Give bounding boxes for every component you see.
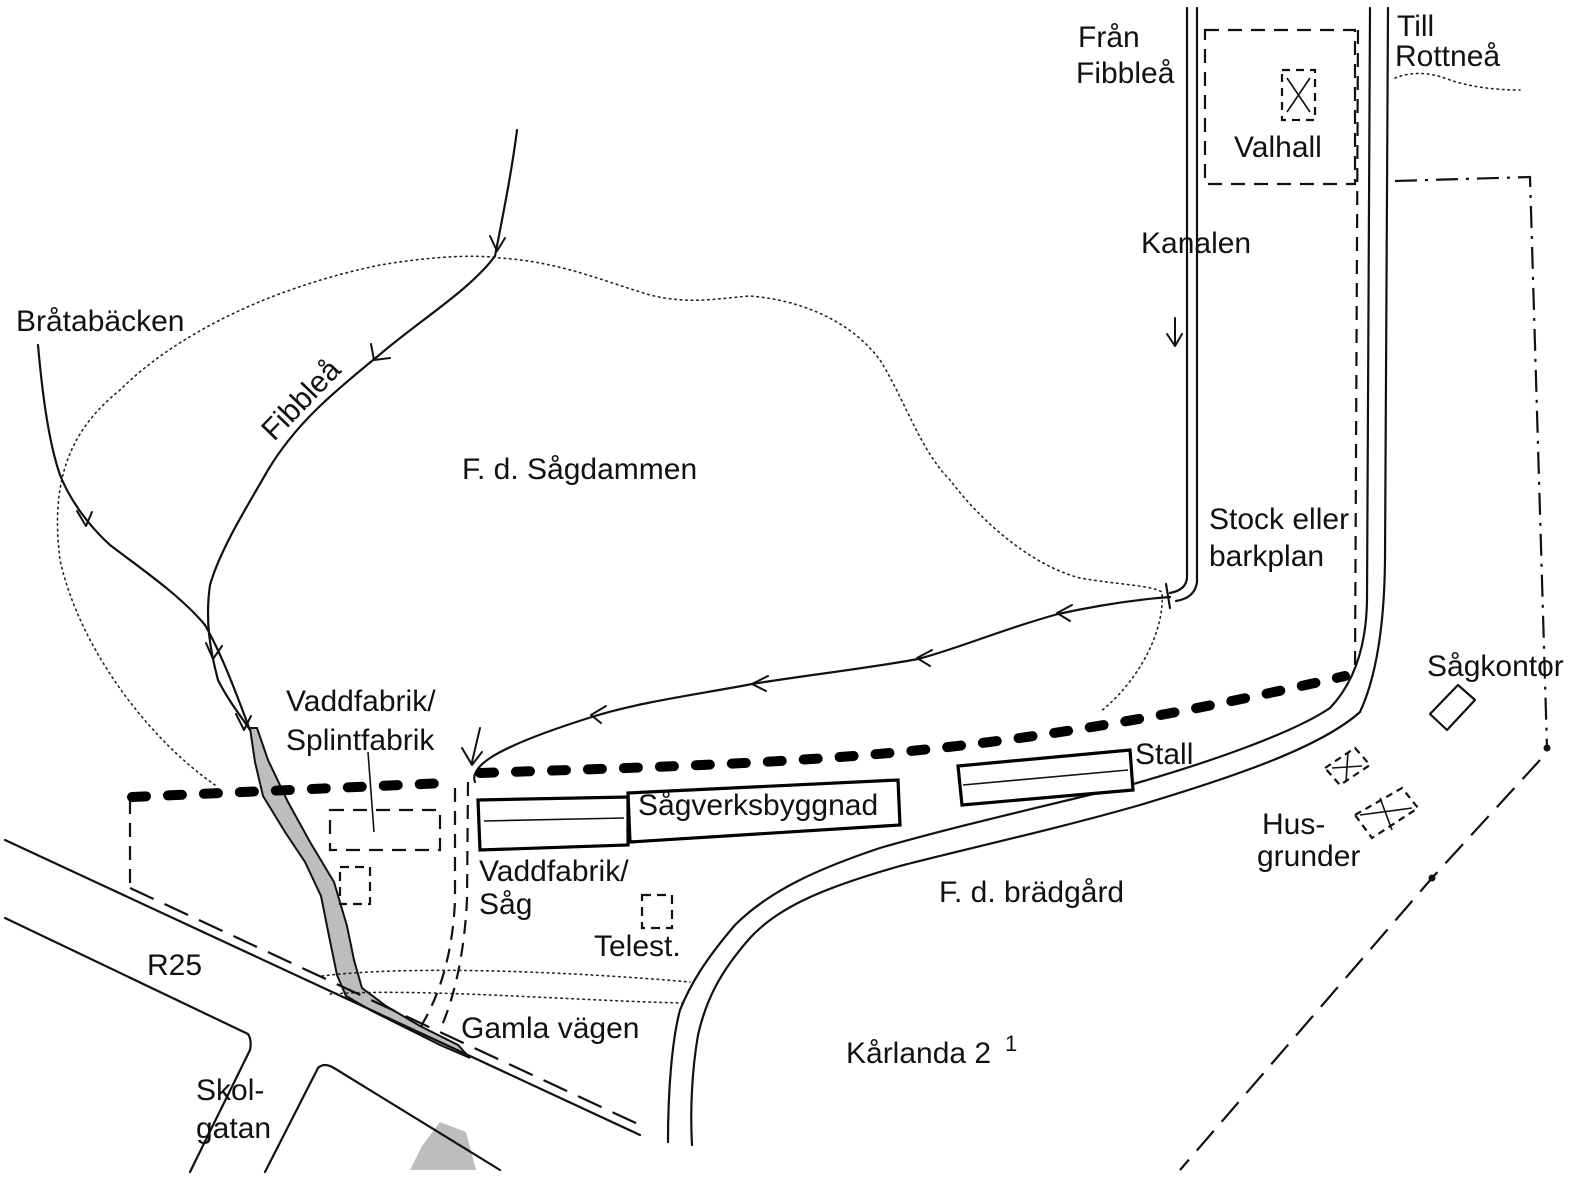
house-foundation bbox=[1323, 746, 1372, 787]
label-stock-eller: Stock eller bbox=[1209, 503, 1349, 536]
label-fibblea-source: Fibbleå bbox=[1076, 57, 1175, 90]
mill-channel bbox=[473, 595, 1172, 784]
label-kanalen: Kanalen bbox=[1141, 227, 1251, 260]
label-splintfabrik: Splintfabrik bbox=[286, 724, 435, 757]
flow-arrow-bold bbox=[461, 727, 483, 766]
label-vaddfabrik-upper: Vaddfabrik/ bbox=[286, 685, 436, 718]
r25-dashed-line bbox=[129, 887, 641, 1126]
property-boundary-southeast bbox=[1179, 759, 1541, 1171]
sagverksbyggnad-building bbox=[626, 778, 902, 844]
small-building-site bbox=[338, 865, 372, 906]
property-boundary-east bbox=[1394, 175, 1549, 749]
sagkontor-building bbox=[1428, 683, 1477, 732]
house-foundation bbox=[1353, 786, 1420, 840]
label-sagkontor: Sågkontor bbox=[1427, 650, 1564, 683]
label-skol: Skol- bbox=[196, 1074, 264, 1107]
flow-arrow bbox=[205, 642, 223, 660]
rottnea-path bbox=[1394, 72, 1521, 91]
fence-east bbox=[475, 671, 1350, 778]
label-telest: Telest. bbox=[594, 930, 681, 963]
boundary-point bbox=[1543, 744, 1551, 752]
road-dashed-edge bbox=[1353, 29, 1360, 671]
label-hus: Hus- bbox=[1262, 808, 1325, 841]
track-east bbox=[438, 781, 470, 1031]
house-foundation-cross bbox=[1331, 751, 1363, 783]
label-bradgard: F. d. brädgård bbox=[939, 876, 1124, 909]
old-road-north bbox=[321, 969, 691, 983]
label-barkplan: barkplan bbox=[1209, 540, 1324, 573]
label-sag: Såg bbox=[479, 888, 532, 921]
r25-north-edge bbox=[3, 838, 642, 1137]
flow-arrow bbox=[1166, 317, 1183, 347]
vaddfabrik-sag-building bbox=[476, 795, 630, 852]
flow-arrow bbox=[751, 675, 769, 692]
road-east-edge bbox=[690, 6, 1390, 1147]
label-karlanda: Kårlanda 2 bbox=[846, 1037, 991, 1070]
flow-arrow bbox=[916, 649, 933, 667]
label-sagverksbyggnad: Sågverksbyggnad bbox=[638, 789, 878, 822]
label-karlanda-superscript: 1 bbox=[1005, 1031, 1017, 1056]
vaddfabrik-splintfabrik-site bbox=[328, 808, 442, 852]
building-ridge bbox=[483, 817, 625, 822]
label-valhall: Valhall bbox=[1234, 131, 1322, 164]
valhall-boundary bbox=[1203, 28, 1357, 186]
skolgatan-east-edge bbox=[263, 1066, 320, 1174]
flow-arrow bbox=[489, 235, 506, 252]
label-gamla-vagen: Gamla vägen bbox=[461, 1012, 639, 1045]
kanalen-west-bank bbox=[1168, 6, 1189, 595]
label-stall: Stall bbox=[1135, 738, 1193, 771]
label-pointer bbox=[367, 751, 375, 833]
skolgatan-west-edge bbox=[188, 1048, 252, 1174]
kanalen-gate bbox=[1164, 582, 1172, 610]
road-west-edge bbox=[666, 6, 1372, 1144]
kanalen-east-bank bbox=[1174, 6, 1199, 603]
house-foundation-cross bbox=[1359, 797, 1413, 831]
stream-channel-south bbox=[410, 1122, 476, 1170]
valhall-ruin-cross bbox=[1286, 77, 1311, 113]
bratabacken-stream bbox=[36, 343, 252, 732]
flow-arrow bbox=[76, 510, 93, 527]
valhall-ruin bbox=[1280, 68, 1317, 122]
flow-arrow bbox=[235, 713, 252, 731]
flow-arrow bbox=[590, 705, 607, 724]
label-fran: Från bbox=[1078, 21, 1140, 54]
building-ridge bbox=[962, 769, 1129, 786]
label-till: Till bbox=[1397, 10, 1434, 43]
label-r25: R25 bbox=[147, 949, 202, 982]
old-road-south bbox=[329, 991, 683, 1004]
label-fibblea-stream: Fibbleå bbox=[255, 353, 347, 447]
label-bratabacken: Bråtabäcken bbox=[16, 305, 184, 338]
former-dam-outline bbox=[56, 255, 1164, 786]
flow-arrow bbox=[370, 343, 391, 361]
label-sagdammen: F. d. Sågdammen bbox=[462, 453, 697, 486]
flow-arrow bbox=[1056, 604, 1073, 622]
label-rottnea: Rottneå bbox=[1395, 40, 1500, 73]
track-west bbox=[419, 788, 457, 1029]
fibblea-stream bbox=[206, 128, 519, 732]
fence-west bbox=[127, 778, 450, 802]
boundary-point bbox=[1428, 874, 1436, 882]
label-gatan: gatan bbox=[196, 1112, 271, 1145]
label-grunder: grunder bbox=[1257, 840, 1360, 873]
label-vaddfabrik-lower: Vaddfabrik/ bbox=[479, 855, 629, 888]
stream-channel bbox=[248, 727, 471, 1059]
r25-south-edge-east bbox=[316, 1063, 502, 1172]
telestation-site bbox=[640, 893, 674, 930]
r25-south-edge-west bbox=[3, 916, 252, 1052]
